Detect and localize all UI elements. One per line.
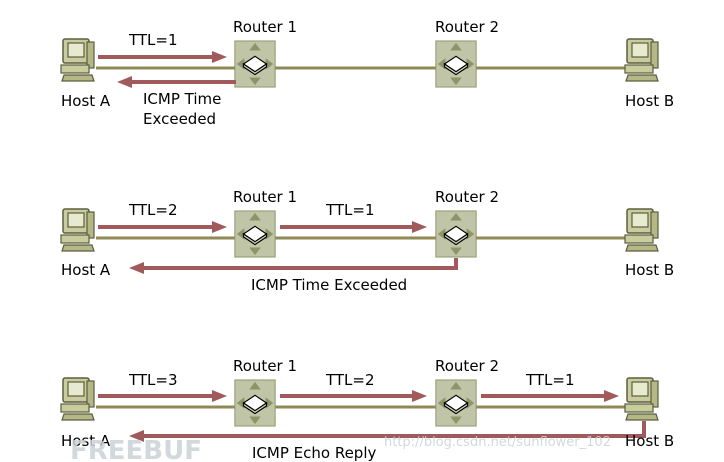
router-label: Router 1	[233, 188, 297, 206]
arrow-head	[412, 221, 427, 233]
computer-icon	[624, 377, 659, 421]
computer-icon	[624, 38, 659, 82]
router-label: Router 1	[233, 357, 297, 375]
scenario-3: TTL=3 TTL=2 TTL=1 Router 1 Router 2 Host…	[60, 357, 674, 462]
router-label: Router 2	[435, 188, 499, 206]
computer-icon	[624, 208, 659, 252]
reply-label: ICMP Echo Reply	[252, 444, 376, 462]
arrow-head	[129, 262, 144, 274]
reply-label: ICMP Time Exceeded	[251, 276, 407, 294]
computer-icon	[60, 208, 95, 252]
arrow-head	[212, 390, 227, 402]
host-label: Host A	[61, 261, 111, 279]
router-label: Router 2	[435, 18, 499, 36]
host-label: Host B	[625, 92, 674, 110]
host-label: Host B	[625, 261, 674, 279]
arrow-head	[412, 390, 427, 402]
ttl-label: TTL=1	[325, 201, 375, 219]
arrow-head	[212, 51, 227, 63]
ttl-label: TTL=2	[128, 201, 178, 219]
ttl-label: TTL=2	[325, 371, 375, 389]
reply-arrow	[142, 258, 458, 270]
router-icon	[435, 379, 477, 427]
reply-arrow	[142, 421, 646, 438]
router-icon	[234, 40, 276, 88]
router-icon	[435, 40, 477, 88]
arrow-head	[117, 76, 132, 88]
ttl-label: TTL=3	[128, 371, 178, 389]
arrow-head	[212, 221, 227, 233]
watermark-url: http://blog.csdn.net/sunflower_102	[384, 435, 611, 450]
router-label: Router 1	[233, 18, 297, 36]
scenario-1: TTL=1 Router 1 Router 2 Host A Host B IC…	[60, 18, 674, 128]
host-label: Host A	[61, 432, 111, 450]
router-label: Router 2	[435, 357, 499, 375]
router-icon	[234, 210, 276, 258]
watermark-brand: FREEBUF	[70, 436, 202, 462]
ttl-label: TTL=1	[525, 371, 575, 389]
router-icon	[234, 379, 276, 427]
router-icon	[435, 210, 477, 258]
host-label: Host B	[625, 432, 674, 450]
ttl-label: TTL=1	[128, 31, 178, 49]
arrow-head	[604, 390, 619, 402]
host-label: Host A	[61, 92, 111, 110]
reply-label: Exceeded	[143, 110, 216, 128]
scenario-2: TTL=2 TTL=1 Router 1 Router 2 Host A Hos…	[60, 188, 674, 294]
computer-icon	[60, 377, 95, 421]
reply-label: ICMP Time	[143, 90, 221, 108]
arrow-head	[129, 430, 144, 442]
watermark: FREEBUF http://blog.csdn.net/sunflower_1…	[70, 435, 611, 462]
computer-icon	[60, 38, 95, 82]
